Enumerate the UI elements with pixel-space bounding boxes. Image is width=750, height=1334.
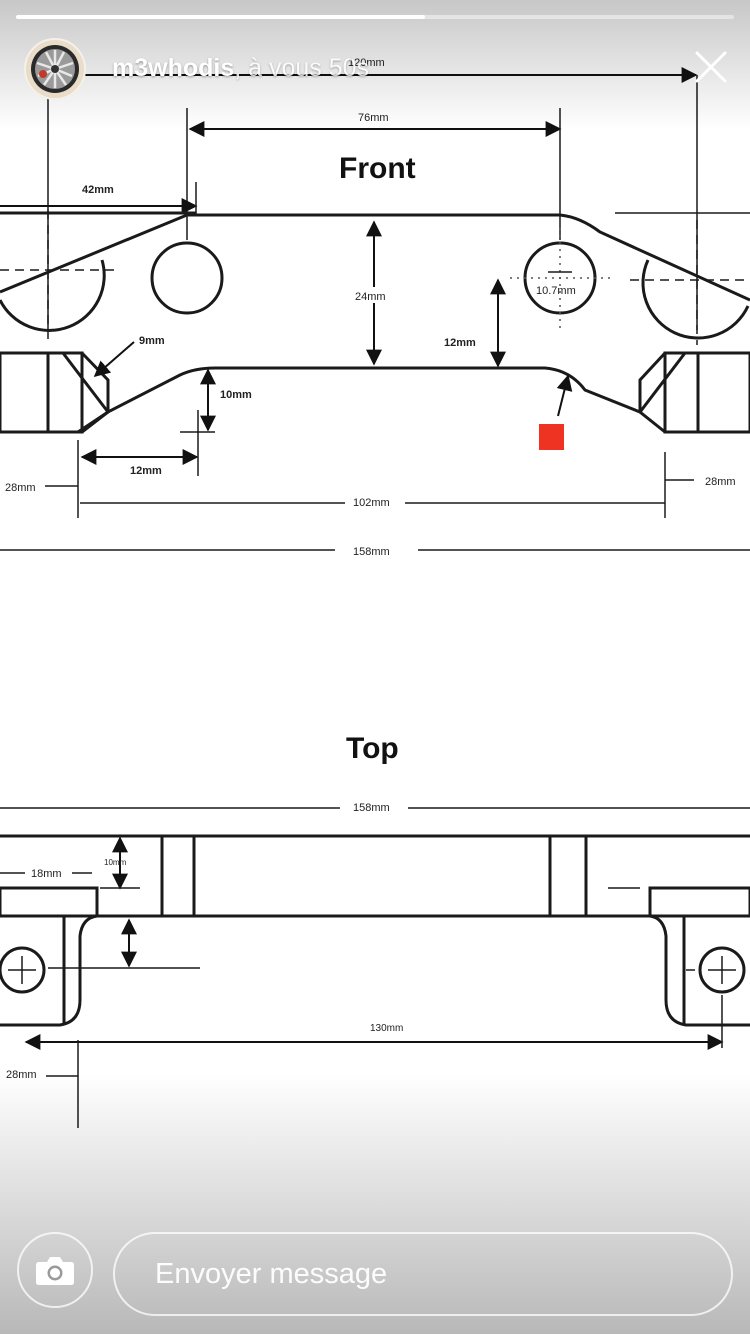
- story-progress-fill: [16, 15, 426, 19]
- story-progress-bar: [16, 15, 734, 19]
- dim-158-label: 158mm: [353, 546, 390, 558]
- top-left-hole: [0, 946, 46, 994]
- dim-line-9: [93, 341, 135, 378]
- top-title: Top: [346, 732, 399, 765]
- right-mount-block: [663, 351, 750, 434]
- front-title: Front: [339, 152, 416, 185]
- front-hole-left: [150, 241, 224, 315]
- dim-107-label: 10.7mm: [536, 285, 576, 297]
- top-dim-158-label: 158mm: [353, 802, 390, 814]
- top-right-tab: [648, 886, 750, 918]
- front-view: 120mm 76mm Front 42mm: [0, 57, 750, 558]
- camera-icon: [36, 1257, 74, 1285]
- dim-120-label: 120mm: [348, 57, 385, 69]
- left-lower-taper: [77, 410, 109, 434]
- story-header: m3whodis, à vous 50s: [112, 50, 369, 86]
- left-mount-block: [0, 351, 84, 434]
- red-marker-square: [539, 424, 564, 450]
- top-right-ear: [649, 914, 750, 1027]
- dim-10-label: 10mm: [220, 389, 252, 401]
- top-left-ear: [0, 914, 98, 1027]
- dim-12-right-label: 12mm: [444, 337, 476, 349]
- wheel-avatar-icon: [31, 45, 79, 93]
- dim-9-label: 9mm: [139, 335, 165, 347]
- camera-button[interactable]: [17, 1232, 93, 1308]
- top-dim-18-label: 18mm: [31, 868, 62, 880]
- top-dim-10-label: 10mm: [104, 858, 127, 867]
- close-icon: [695, 51, 727, 83]
- top-right-hole: [698, 946, 746, 994]
- user-avatar[interactable]: [24, 38, 86, 100]
- message-input[interactable]: [113, 1232, 733, 1316]
- left-half-circle: [0, 259, 106, 332]
- dim-102-label: 102mm: [353, 497, 390, 509]
- bracket-top-edge: [0, 213, 750, 302]
- story-username[interactable]: m3whodis: [112, 54, 235, 82]
- top-dim-28-label: 28mm: [6, 1069, 37, 1081]
- right-mount-chamfer: [638, 351, 667, 434]
- dim-24-label: 24mm: [355, 291, 386, 303]
- top-dim-130-label: 130mm: [370, 1023, 403, 1034]
- story-time: , à vous 50s: [234, 54, 370, 82]
- dim-28-left-label: 28mm: [5, 482, 36, 494]
- close-button[interactable]: [688, 44, 734, 90]
- dim-28-right-label: 28mm: [705, 476, 736, 488]
- dim-76-label: 76mm: [358, 112, 389, 124]
- right-half-circle: [641, 259, 750, 340]
- marker-arrow: [556, 374, 573, 417]
- dim-42-label: 42mm: [82, 184, 114, 196]
- dim-12-bottom-label: 12mm: [130, 465, 162, 477]
- bracket-bottom-edge: [0, 351, 750, 414]
- top-left-tab: [0, 886, 99, 918]
- top-view: Top 158mm 10mm 18mm: [0, 732, 750, 1128]
